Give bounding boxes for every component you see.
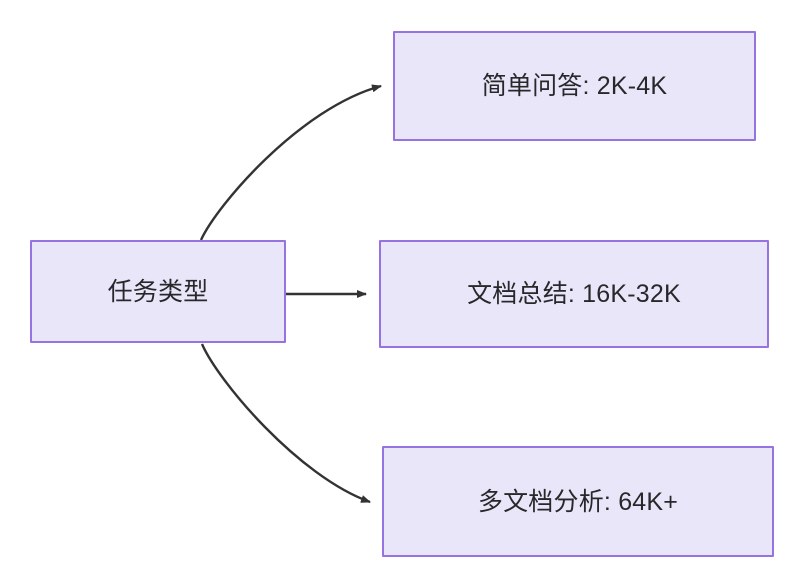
- node-task-type[interactable]: 任务类型: [30, 240, 286, 343]
- node-multi-doc-analysis[interactable]: 多文档分析: 64K+: [382, 446, 774, 557]
- edge-root-task-1: [199, 84, 382, 241]
- node-simple-qa[interactable]: 简单问答: 2K-4K: [393, 31, 756, 141]
- node-label: 文档总结: 16K-32K: [467, 280, 681, 308]
- edge-root-task-3: [200, 343, 371, 504]
- node-label: 简单问答: 2K-4K: [481, 72, 668, 100]
- node-label: 任务类型: [107, 277, 209, 306]
- node-doc-summary[interactable]: 文档总结: 16K-32K: [379, 240, 769, 348]
- node-label: 多文档分析: 64K+: [477, 487, 679, 516]
